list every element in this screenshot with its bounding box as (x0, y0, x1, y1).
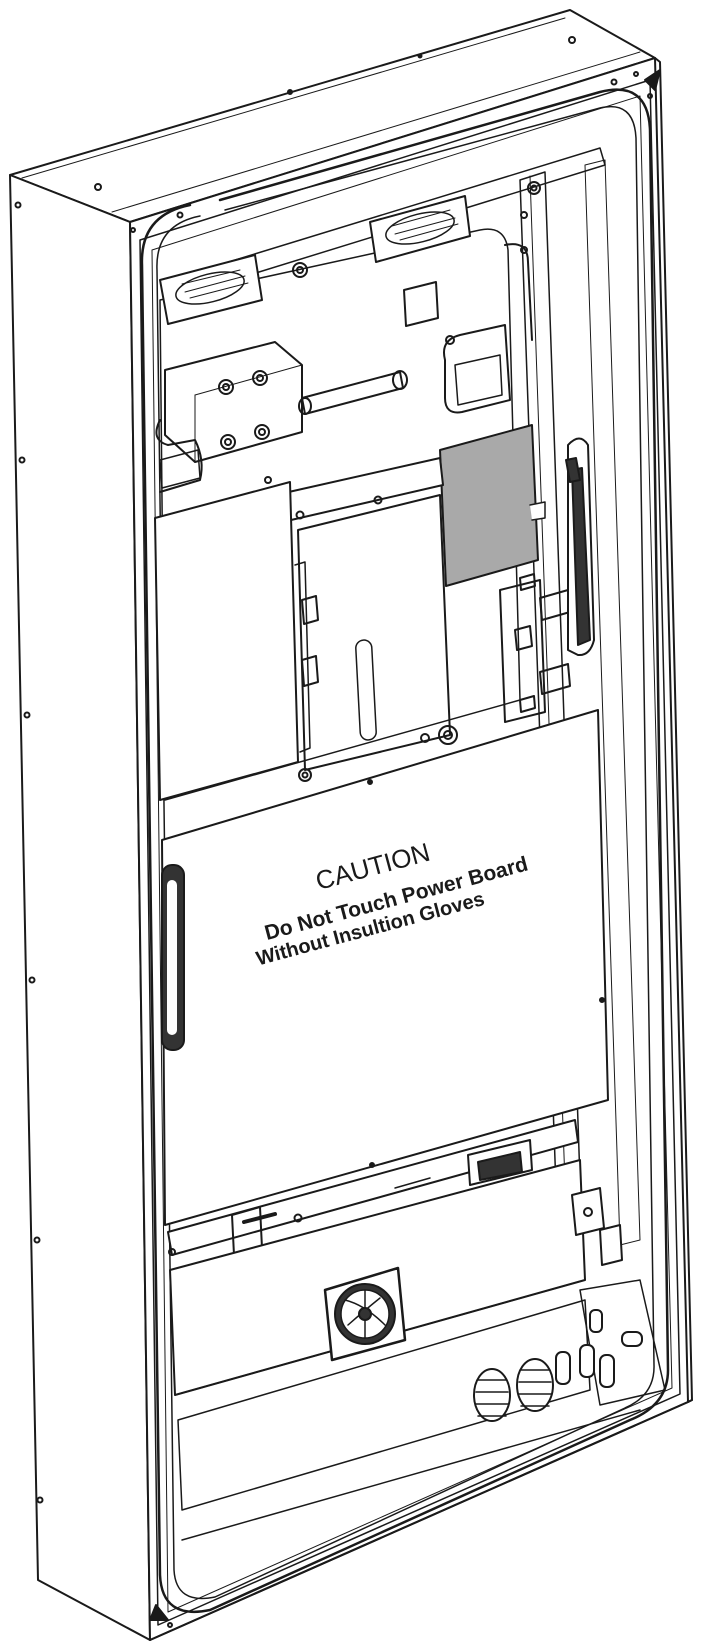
top-fan-left (159, 254, 263, 325)
terminal-posts (555, 1309, 643, 1388)
center-panel (297, 494, 458, 771)
side-rubber-pad (161, 864, 185, 1051)
cable-gland-right (516, 1358, 554, 1412)
bottom-rim (149, 1399, 693, 1641)
lower-mounting-rail (167, 1119, 579, 1256)
lower-fan (323, 1266, 407, 1362)
cable-gland-left (473, 1368, 511, 1422)
top-fan-right (369, 195, 471, 263)
shaded-cover-plate (439, 424, 546, 587)
front-frame-rim (130, 69, 681, 1628)
top-bracket (292, 181, 541, 278)
busbar-terminal-block (164, 211, 528, 463)
control-board-housing (154, 476, 319, 801)
power-board-cover (161, 709, 609, 1226)
hinge-bracket (571, 1187, 623, 1266)
door-handle (565, 437, 595, 657)
cooling-tube-loop (155, 243, 533, 493)
